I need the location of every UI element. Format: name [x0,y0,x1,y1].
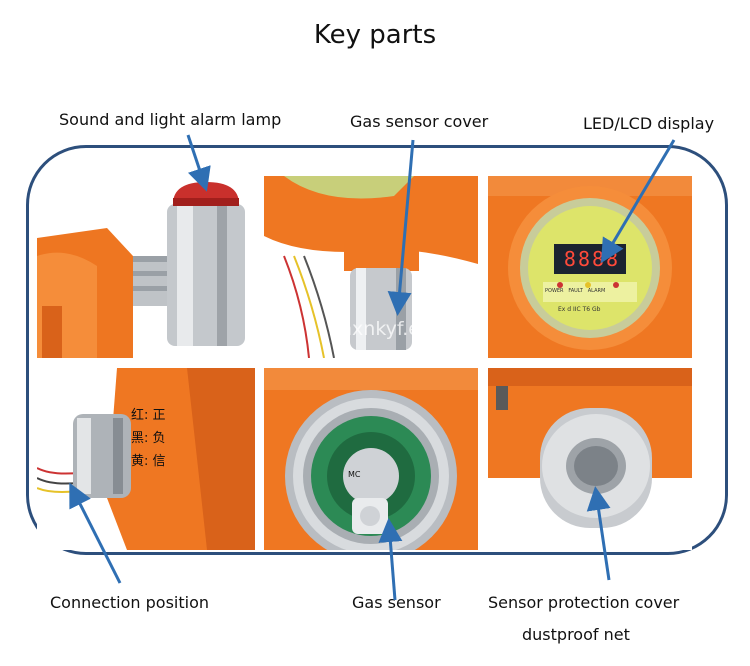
sensor-mark: MC [348,470,361,479]
gas-sensor-label: Gas sensor [352,593,441,612]
alarm-lamp-label: Sound and light alarm lamp [59,110,282,129]
sensor-cover-label: Gas sensor cover [350,112,489,131]
protection-cover-label: Sensor protection cover [488,593,680,612]
protection-cover-photo [488,368,692,550]
dustproof-label: dustproof net [522,625,630,644]
display-mark: Ex d IIC T6 Gb [558,306,601,313]
gas-sensor-photo [264,368,478,550]
sensor-cover-photo [264,176,478,358]
alarm-lamp-photo [37,176,255,358]
display-digits: 8888 [563,247,621,271]
connection-label: Connection position [50,593,209,612]
watermark: nxnkyf.en.com [340,318,479,340]
display-status-text: POWER FAULT ALARM [545,288,606,294]
page-title: Key parts [313,20,437,50]
wire-labels: 红: 正 黑: 负 黄: 信 [131,408,166,469]
display-label: LED/LCD display [583,114,715,133]
parts-frame [26,145,728,555]
